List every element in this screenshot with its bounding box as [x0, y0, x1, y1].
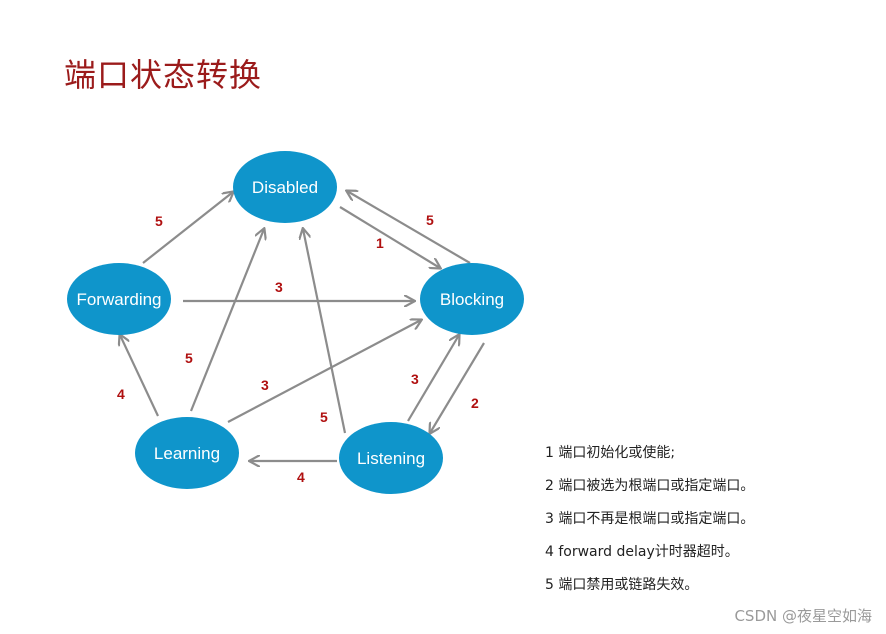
- edge-learning-blocking: [227, 320, 421, 423]
- legend-item: 2 端口被选为根端口或指定端口。: [545, 478, 755, 494]
- edge-blocking-listening: [430, 342, 485, 433]
- node-label: Disabled: [252, 178, 318, 197]
- node-label: Learning: [154, 444, 220, 463]
- edge-label: 3: [261, 377, 269, 393]
- legend: 1 端口初始化或使能; 2 端口被选为根端口或指定端口。 3 端口不再是根端口或…: [545, 440, 754, 605]
- edge-label: 1: [376, 235, 384, 251]
- node-disabled: Disabled: [233, 151, 337, 223]
- page-title: 端口状态转换: [64, 56, 263, 94]
- edge-listening-disabled: [303, 229, 347, 434]
- edge-label: 5: [155, 213, 163, 229]
- node-label: Blocking: [440, 290, 504, 309]
- watermark: CSDN @夜星空如海: [734, 607, 872, 625]
- edge-label: 5: [320, 409, 328, 425]
- edge-learning-forwarding: [120, 335, 159, 417]
- legend-item: 5 端口禁用或链路失效。: [545, 577, 699, 593]
- legend-item: 3 端口不再是根端口或指定端口。: [545, 511, 755, 527]
- node-learning: Learning: [135, 417, 239, 489]
- edge-label: 5: [185, 350, 193, 366]
- edge-forwarding-disabled: [142, 192, 233, 264]
- node-listening: Listening: [339, 422, 443, 494]
- node-label: Listening: [357, 449, 425, 468]
- node-blocking: Blocking: [420, 263, 524, 335]
- legend-item: 4 forward delay计时器超时。: [545, 544, 739, 560]
- legend-item: 1 端口初始化或使能;: [545, 445, 676, 461]
- node-label: Forwarding: [76, 290, 161, 309]
- node-forwarding: Forwarding: [67, 263, 171, 335]
- edge-label: 4: [117, 386, 125, 402]
- edge-label: 2: [471, 395, 479, 411]
- edge-label: 5: [426, 212, 434, 228]
- edge-disabled-blocking: [339, 206, 440, 268]
- edge-label: 3: [411, 371, 419, 387]
- edge-label: 4: [297, 469, 305, 485]
- edge-listening-blocking: [407, 335, 459, 422]
- edge-label: 3: [275, 279, 283, 295]
- edge-learning-disabled: [189, 229, 264, 412]
- edge-blocking-disabled: [347, 191, 471, 264]
